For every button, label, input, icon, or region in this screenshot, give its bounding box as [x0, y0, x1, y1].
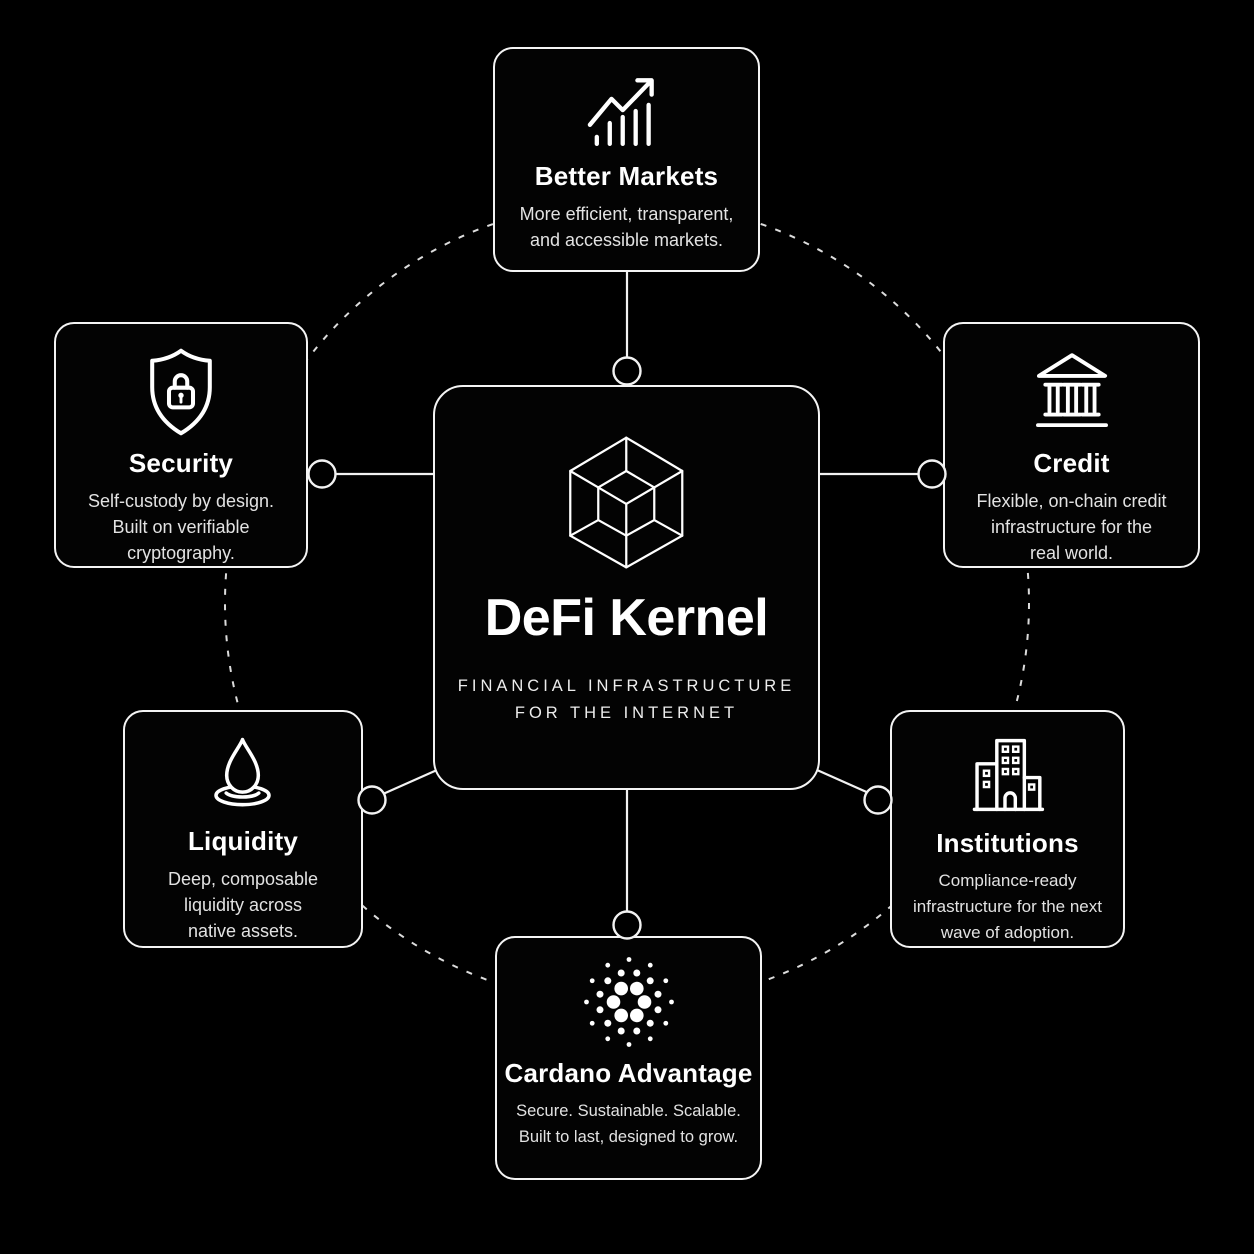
buildings-icon: [972, 738, 1044, 812]
center-title: DeFi Kernel: [484, 589, 769, 647]
connector-node: [612, 910, 642, 940]
card-description: Secure. Sustainable. Scalable. Built to …: [516, 1098, 741, 1150]
connector-node: [863, 785, 893, 815]
bank-icon: [1035, 353, 1108, 428]
center-subtitle-line: FINANCIAL INFRASTRUCTURE: [457, 677, 796, 695]
trend-chart-icon: [588, 78, 655, 146]
card-institutions: Institutions Compliance-ready infrastruc…: [890, 710, 1125, 948]
card-title: Security: [128, 448, 234, 478]
card-description-line: infrastructure for the next: [913, 897, 1102, 916]
card-description-line: Deep, composable: [167, 869, 319, 889]
card-title: Cardano Advantage: [504, 1058, 753, 1088]
card-title: Institutions: [936, 828, 1079, 858]
card-description-line: liquidity across: [183, 895, 303, 915]
card-title: Liquidity: [187, 826, 299, 856]
card-description: Flexible, on-chain credit infrastructure…: [976, 488, 1166, 566]
card-description-line: Self-custody by design.: [87, 491, 275, 511]
card-description-line: Flexible, on-chain credit: [976, 491, 1167, 511]
card-description-line: real world.: [1029, 543, 1114, 563]
card-description-line: cryptography.: [127, 543, 235, 563]
card-description-line: Secure. Sustainable. Scalable.: [516, 1102, 741, 1120]
connector-node: [917, 459, 947, 489]
card-better-markets: Better Markets More efficient, transpare…: [493, 47, 760, 272]
connector-line: [816, 768, 872, 796]
card-liquidity: Liquidity Deep, composable liquidity acr…: [123, 710, 363, 948]
card-description-line: native assets.: [187, 921, 299, 941]
card-description-line: Compliance-ready: [938, 871, 1077, 890]
droplet-icon: [214, 737, 272, 807]
card-title: Better Markets: [534, 161, 719, 191]
card-description: Compliance-ready infrastructure for the …: [913, 868, 1102, 946]
center-subtitle-line: FOR THE INTERNET: [514, 704, 739, 722]
card-description: More efficient, transparent, and accessi…: [520, 201, 734, 253]
card-defi-kernel-center: DeFi Kernel FINANCIAL INFRASTRUCTURE FOR…: [433, 385, 820, 790]
card-description-line: infrastructure for the: [990, 517, 1153, 537]
card-credit: Credit Flexible, on-chain credit infrast…: [943, 322, 1200, 568]
card-description-line: More efficient, transparent,: [519, 204, 734, 224]
card-description-line: Built on verifiable: [112, 517, 250, 537]
card-description: Deep, composable liquidity across native…: [168, 866, 318, 944]
card-description: Self-custody by design. Built on verifia…: [88, 488, 274, 566]
cardano-icon: [583, 957, 674, 1047]
card-description-line: and accessible markets.: [529, 230, 724, 250]
connector-node: [612, 356, 642, 386]
card-security: Security Self-custody by design. Built o…: [54, 322, 308, 568]
connector-node: [307, 459, 337, 489]
hypercube-icon: [569, 436, 684, 569]
center-subtitle: FINANCIAL INFRASTRUCTURE FOR THE INTERNE…: [458, 673, 795, 727]
card-description-line: Built to last, designed to grow.: [518, 1128, 739, 1146]
shield-lock-icon: [150, 348, 212, 436]
card-title: Credit: [1033, 448, 1110, 478]
connector-line: [382, 768, 438, 796]
card-cardano-advantage: Cardano Advantage Secure. Sustainable. S…: [495, 936, 762, 1180]
card-description-line: wave of adoption.: [940, 923, 1075, 942]
